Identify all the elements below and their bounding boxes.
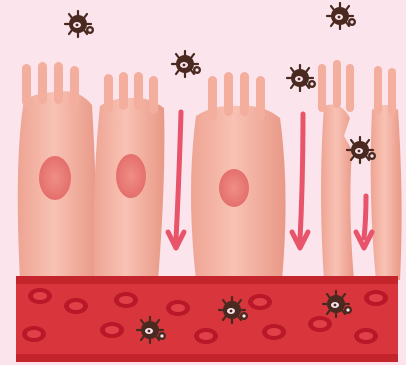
red-blood-cell-icon	[64, 298, 88, 314]
red-blood-cell-icon	[100, 322, 124, 338]
epithelial-cell-icon	[94, 72, 165, 280]
blood-vessel-icon	[16, 276, 398, 362]
red-blood-cell-icon	[354, 328, 378, 344]
red-blood-cell-icon	[364, 290, 388, 306]
red-blood-cell-icon	[308, 316, 332, 332]
red-blood-cell-icon	[262, 324, 286, 340]
red-blood-cell-icon	[166, 300, 190, 316]
epithelial-cell-icon	[318, 60, 354, 280]
red-blood-cell-icon	[248, 294, 272, 310]
red-blood-cell-icon	[22, 326, 46, 342]
red-blood-cell-icon	[114, 292, 138, 308]
red-blood-cell-icon	[28, 288, 52, 304]
red-blood-cell-icon	[194, 328, 218, 344]
